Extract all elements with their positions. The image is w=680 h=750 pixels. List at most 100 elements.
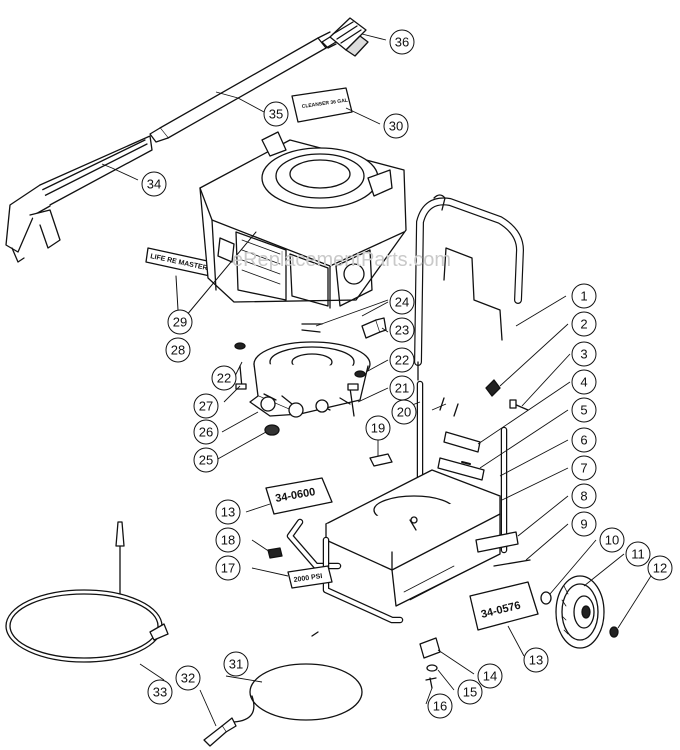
callout-7: 7 [571,455,597,481]
callout-number: 7 [580,461,587,476]
callout-circle [571,341,597,367]
callout-17: 17 [215,555,241,581]
callout-number: 21 [395,381,409,396]
callout-circle [193,419,219,445]
callout-number: 17 [221,561,235,576]
callout-13: 13 [523,647,549,673]
callout-circle [383,113,409,139]
callout-27: 27 [193,393,219,419]
callout-16: 16 [427,693,453,719]
axle-part [475,531,531,567]
callout-32: 32 [175,665,201,691]
callout-circle [193,393,219,419]
spray-gun-part [5,135,153,263]
callout-number: 33 [153,685,167,700]
callout-24: 24 [389,289,415,315]
callout-circle [571,369,597,395]
callout-circle [223,651,249,677]
callout-circle [211,365,237,391]
callout-circle [141,171,167,197]
callout-36: 36 [389,29,415,55]
nut-12-part [609,626,619,638]
callout-19: 19 [365,415,391,441]
callout-circle [215,555,241,581]
callout-number: 6 [580,433,587,448]
callout-number: 35 [269,107,283,122]
bracket-part [437,431,485,481]
callout-number: 18 [221,533,235,548]
callout-31: 31 [223,651,249,677]
callout-2: 2 [571,311,597,337]
decal-30-part [291,87,353,123]
callout-number: 11 [631,547,645,562]
callout-number: 20 [397,405,411,420]
callout-number: 13 [529,653,543,668]
callout-circle [389,29,415,55]
callout-number: 16 [433,699,447,714]
callout-13: 13 [215,499,241,525]
hose-33-part [5,521,169,663]
callout-number: 25 [199,453,213,468]
callout-circle [389,317,415,343]
callout-15: 15 [457,679,483,705]
callout-circle [457,679,483,705]
callout-number: 19 [371,421,385,436]
wheel-part [555,575,605,649]
callout-circle [625,541,651,567]
callout-20: 20 [391,399,417,425]
callout-circle [165,337,191,363]
callout-1: 1 [571,283,597,309]
callout-29: 29 [167,309,193,335]
callout-circle [427,693,453,719]
pin-24-part [301,323,323,333]
callout-circle [571,311,597,337]
callout-number: 36 [395,35,409,50]
washer-22b-part [354,370,366,378]
base-frame-part [286,469,501,624]
callout-circle [215,527,241,553]
callout-25: 25 [193,447,219,473]
lower-handle-part [416,380,508,554]
callout-circle [175,665,201,691]
callout-8: 8 [571,483,597,509]
callout-circle [389,289,415,315]
callout-number: 28 [171,343,185,358]
callout-circle [599,527,625,553]
callout-22: 22 [211,365,237,391]
washer-22a-part [234,342,246,350]
callout-circle [647,555,673,581]
nozzle-tip-part [321,17,369,57]
callout-number: 30 [389,119,403,134]
callout-28: 28 [165,337,191,363]
callout-number: 27 [199,399,213,414]
callout-22: 22 [389,347,415,373]
callout-number: 8 [580,489,587,504]
bracket-14-part [419,637,441,689]
callout-circle [215,499,241,525]
callout-circle [571,397,597,423]
callout-circle [263,101,289,127]
callout-9: 9 [571,511,597,537]
callout-circle [389,347,415,373]
callout-group: 1234567891011121313141516171819202122222… [141,29,673,719]
callout-3: 3 [571,341,597,367]
callout-26: 26 [193,419,219,445]
callout-number: 26 [199,425,213,440]
callout-number: 3 [580,347,587,362]
callout-14: 14 [477,663,503,689]
callout-number: 32 [181,671,195,686]
callout-11: 11 [625,541,651,567]
callout-23: 23 [389,317,415,343]
callout-circle [147,679,173,705]
callout-number: 22 [217,371,231,386]
callout-number: 5 [580,403,587,418]
clip-18-part [267,547,283,559]
callout-circle [571,483,597,509]
callout-number: 12 [653,561,667,576]
callout-5: 5 [571,397,597,423]
callout-30: 30 [383,113,409,139]
bolt-21-part [347,383,359,417]
callout-10: 10 [599,527,625,553]
callout-circle [365,415,391,441]
